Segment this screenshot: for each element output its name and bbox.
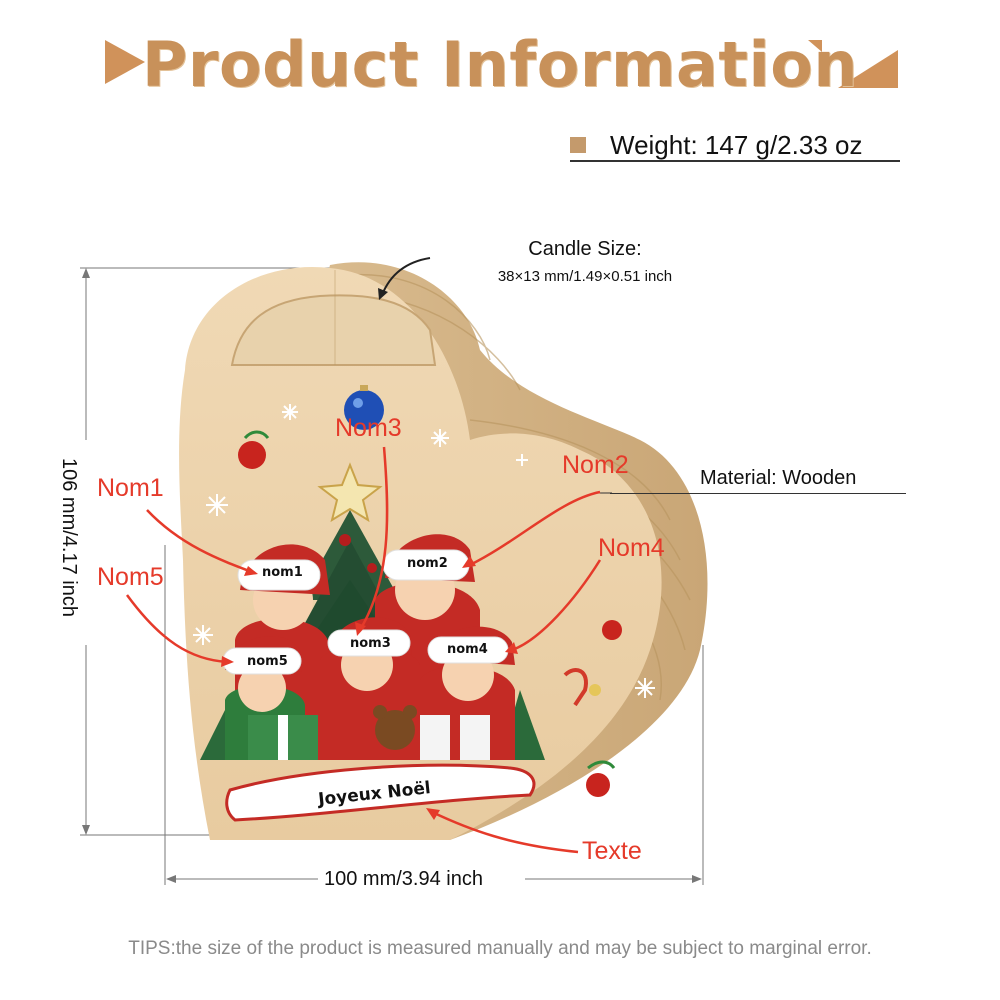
label-nom4: Nom4 — [598, 534, 665, 562]
candle-pointer-arrow — [381, 257, 431, 296]
hat-label-nom5: nom5 — [247, 654, 288, 669]
banner-ribbon — [225, 763, 536, 822]
label-nom1: Nom1 — [97, 474, 164, 502]
page-title: Product Information — [141, 28, 859, 101]
weight-row: Weight: 147 g/2.33 oz — [570, 128, 862, 162]
label-nom2: Nom2 — [562, 451, 629, 479]
label-nom5: Nom5 — [97, 563, 164, 591]
star-icon — [317, 462, 383, 523]
small-triangle-decoration — [808, 40, 822, 52]
hat-label-nom1: nom1 — [262, 565, 303, 580]
label-nom3: Nom3 — [335, 414, 402, 442]
candle-size-title: Candle Size: — [528, 238, 642, 260]
ornament-blue — [344, 385, 384, 430]
label-arrowheads — [221, 556, 518, 820]
hat-label-nom4: nom4 — [447, 642, 488, 657]
left-triangle-decoration — [105, 40, 145, 84]
hat-label-nom3: nom3 — [350, 636, 391, 651]
weight-underline — [570, 160, 900, 162]
height-dimension-label: 106 mm/4.17 inch — [58, 458, 80, 617]
material-text: Material: Wooden — [700, 467, 857, 489]
right-triangle-decoration — [838, 50, 898, 88]
tips-note: TIPS:the size of the product is measured… — [128, 938, 872, 959]
square-bullet-icon — [570, 137, 586, 153]
candy-decoration — [563, 668, 601, 707]
snowflake-icons — [193, 404, 655, 698]
candle-slot — [230, 294, 437, 366]
label-texte: Texte — [582, 837, 642, 865]
height-dimension-lines — [80, 267, 330, 836]
label-arrows — [125, 446, 602, 854]
material-underline — [610, 493, 906, 494]
width-dimension-lines — [164, 545, 704, 885]
weight-text: Weight: 147 g/2.33 oz — [610, 129, 863, 160]
candle-size-value: 38×13 mm/1.49×0.51 inch — [497, 268, 673, 285]
family-figures — [222, 534, 515, 760]
width-dimension-label: 100 mm/3.94 inch — [320, 868, 487, 891]
ornament-red-left — [238, 430, 270, 469]
ornament-red-right — [586, 620, 622, 797]
hat-label-nom2: nom2 — [407, 556, 448, 571]
